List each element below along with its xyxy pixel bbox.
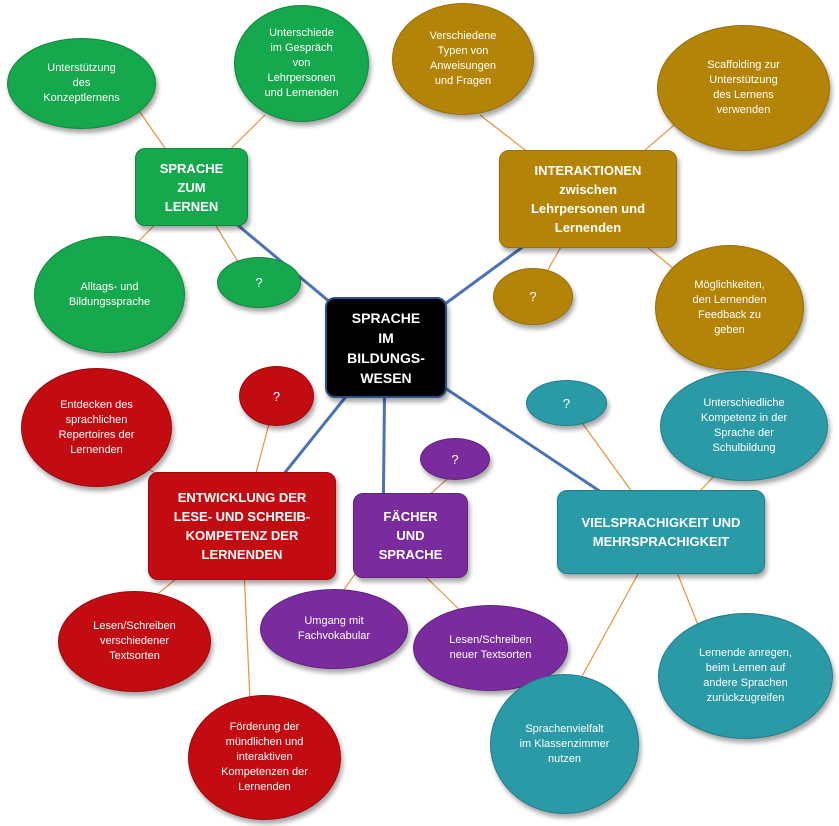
subtopic-sprachenvielfalt: Sprachenvielfalt im Klassenzimmer nutzen: [490, 674, 639, 814]
subtopic-kompetenz-schulsprache: Unterschiedliche Kompetenz in der Sprach…: [660, 371, 828, 481]
subtopic-question-gold: ?: [493, 268, 573, 325]
subtopic-scaffolding: Scaffolding zur Unterstützung des Lernen…: [657, 25, 830, 151]
central-topic: SPRACHE IM BILDUNGS- WESEN: [325, 297, 447, 398]
subtopic-sprachliches-repertoire: Entdecken des sprachlichen Repertoires d…: [21, 368, 172, 487]
subtopic-alltags-bildungssprache: Alltags- und Bildungssprache: [34, 236, 185, 353]
subtopic-feedback: Möglichkeiten, den Lernenden Feedback zu…: [655, 245, 804, 370]
subtopic-verschiedene-textsorten: Lesen/Schreiben verschiedener Textsorten: [58, 591, 211, 692]
topic-faecher-und-sprache: FÄCHER UND SPRACHE: [353, 493, 468, 578]
subtopic-question-green: ?: [217, 257, 301, 308]
subtopic-question-red: ?: [239, 366, 314, 426]
subtopic-andere-sprachen: Lernende anregen, beim Lernen auf andere…: [658, 613, 833, 739]
topic-sprache-zum-lernen: SPRACHE ZUM LERNEN: [135, 148, 248, 226]
subtopic-konzeptlernen: Unterstützung des Konzeptlernens: [7, 38, 156, 129]
subtopic-fachvokabular: Umgang mit Fachvokabular: [260, 589, 408, 669]
subtopic-gespraech-unterschiede: Unterschiede im Gespräch von Lehrpersone…: [234, 5, 369, 122]
topic-interaktionen: INTERAKTIONEN zwischen Lehrpersonen und …: [499, 150, 677, 248]
subtopic-anweisungen-fragen: Verschiedene Typen von Anweisungen und F…: [392, 3, 534, 115]
topic-entwicklung-lese-schreibkompetenz: ENTWICKLUNG DER LESE- UND SCHREIB- KOMPE…: [148, 472, 336, 580]
subtopic-muendliche-kompetenzen: Förderung der mündlichen und interaktive…: [188, 695, 341, 820]
topic-vielsprachigkeit: VIELSPRACHIGKEIT UND MEHRSPRACHIGKEIT: [557, 490, 765, 574]
subtopic-question-purple: ?: [420, 438, 490, 480]
subtopic-question-teal: ?: [526, 380, 607, 426]
